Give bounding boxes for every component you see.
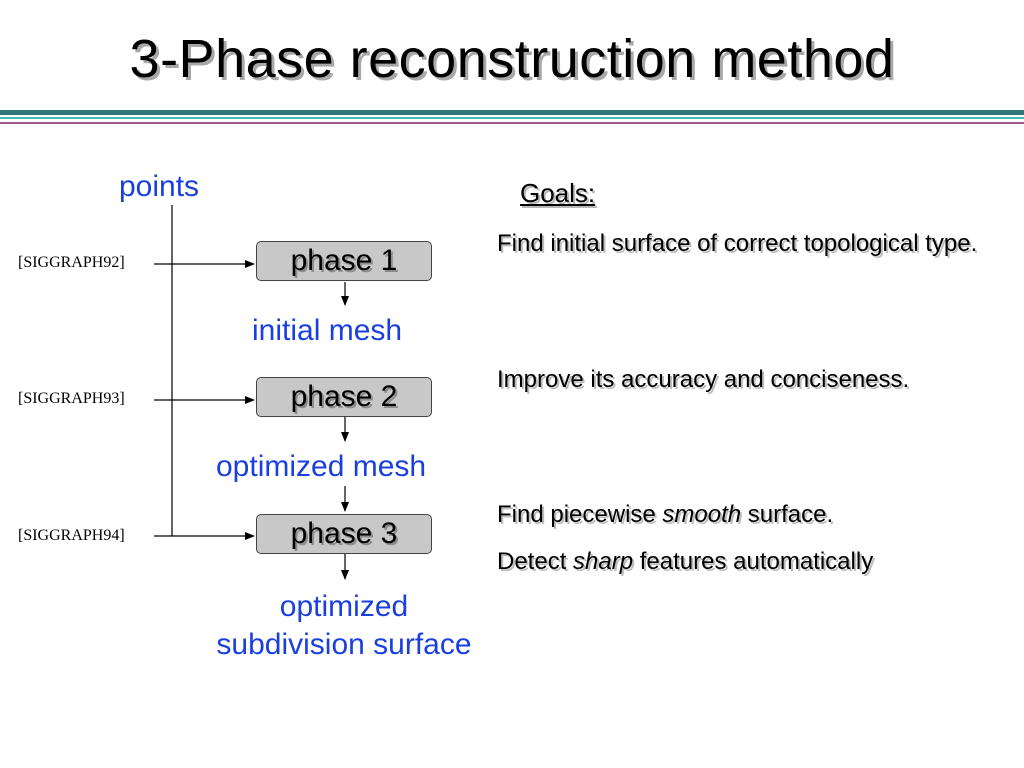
phase-3-label: phase 3 xyxy=(290,517,398,550)
output-subdivision-surface: optimized subdivision surface xyxy=(188,588,500,664)
goal-3-suffix: surface. xyxy=(741,501,834,528)
goal-4-suffix: features automatically xyxy=(633,548,874,575)
ref-phase-2: [SIGGRAPH93] xyxy=(18,390,125,407)
title-rule-dark xyxy=(0,110,1024,115)
ref-phase-1: [SIGGRAPH92] xyxy=(18,254,125,271)
title-rule-purple xyxy=(0,122,1024,124)
goal-4-emphasis: sharp xyxy=(573,548,634,575)
phase-1-box: phase 1 xyxy=(256,241,432,281)
goal-item-2: Improve its accuracy and conciseness. xyxy=(497,366,910,393)
phase-1-label: phase 1 xyxy=(290,244,398,277)
input-points-label: points xyxy=(119,170,200,203)
goal-item-4: Detect sharp features automatically xyxy=(497,545,997,579)
goals-heading: Goals: xyxy=(520,178,596,208)
goal-3-prefix: Find piecewise xyxy=(497,501,663,528)
output-initial-mesh: initial mesh xyxy=(252,314,403,347)
slide-title: 3-Phase reconstruction method xyxy=(129,29,895,89)
title-rule-light xyxy=(0,117,1024,119)
goal-3-emphasis: smooth xyxy=(662,501,742,528)
phase-3-box: phase 3 xyxy=(256,514,432,554)
output-line-1: optimized xyxy=(279,590,409,623)
goal-item-3: Find piecewise smooth surface. xyxy=(497,498,997,532)
ref-phase-3: [SIGGRAPH94] xyxy=(18,527,125,544)
output-optimized-mesh: optimized mesh xyxy=(216,450,427,483)
goal-item-1: Find initial surface of correct topologi… xyxy=(497,230,978,257)
output-line-2: subdivision surface xyxy=(216,628,472,661)
goal-4-prefix: Detect xyxy=(497,548,574,575)
phase-2-box: phase 2 xyxy=(256,377,432,417)
phase-2-label: phase 2 xyxy=(290,380,398,413)
